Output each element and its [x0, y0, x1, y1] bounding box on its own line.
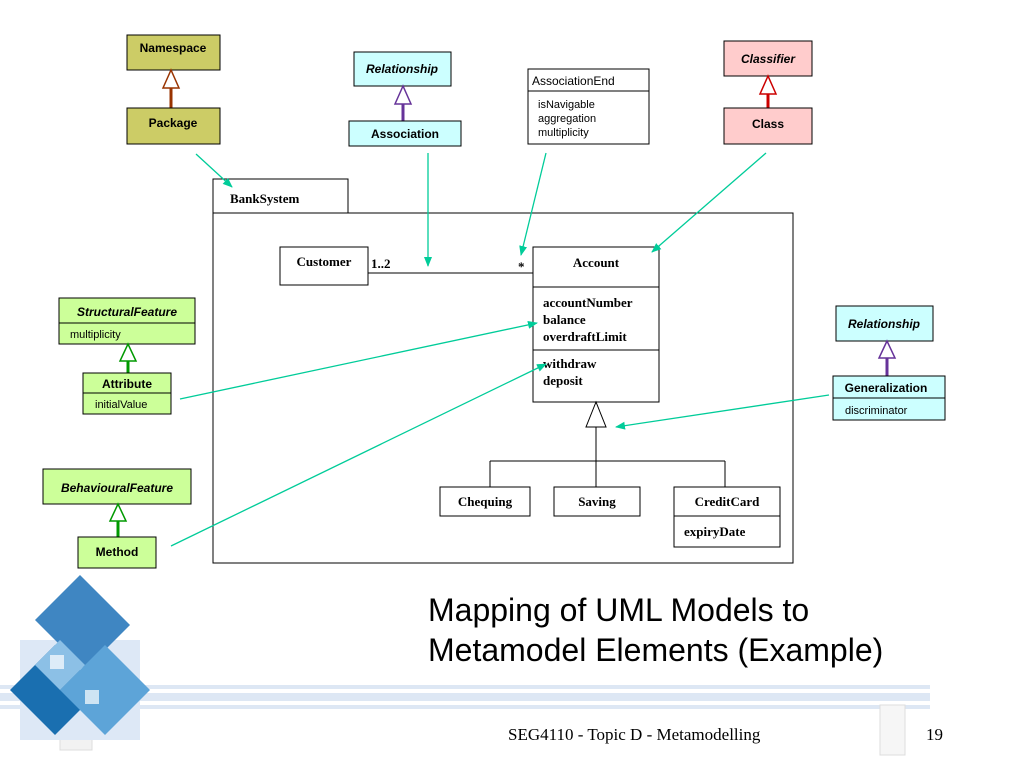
association-end-meta: AssociationEnd isNavigable aggregation m…: [527, 68, 650, 145]
creditcard-class: CreditCard expiryDate: [673, 486, 781, 548]
namespace-meta: Namespace: [126, 34, 221, 71]
package-name: BankSystem: [230, 191, 300, 206]
chequing-class: Chequing: [439, 486, 531, 517]
generalization-tree: [489, 400, 726, 487]
behavioural-feature-label: BehaviouralFeature: [61, 481, 173, 495]
account-class: Account accountNumber balance overdraftL…: [532, 246, 660, 403]
mapping-arrows: [170, 152, 830, 547]
association-meta: Association: [348, 120, 462, 147]
structural-feature-attr: multiplicity: [70, 329, 121, 341]
behavioural-feature-meta: BehaviouralFeature: [42, 468, 192, 505]
class-meta: Class: [723, 107, 813, 145]
relationship-right-meta: Relationship: [835, 305, 934, 342]
slide-logo: [0, 575, 930, 756]
saving-class: Saving: [553, 486, 641, 517]
association-end-label: AssociationEnd: [532, 74, 615, 88]
relationship-top-label: Relationship: [366, 62, 438, 76]
method-label: Method: [96, 545, 139, 559]
relationship-right-label: Relationship: [848, 317, 920, 331]
customer-class: Customer: [279, 246, 369, 286]
mapping-arrow: [519, 152, 547, 256]
classifier-label: Classifier: [741, 52, 796, 66]
mapping-arrow: [179, 320, 538, 400]
account-attr: overdraftLimit: [543, 329, 627, 344]
account-operation: withdraw: [543, 356, 597, 371]
attribute-attr: initialValue: [95, 399, 147, 411]
generalization-triangle-icon: [758, 74, 778, 95]
page-number: 19: [926, 725, 943, 744]
generalization-triangle-icon: [108, 502, 128, 522]
mapping-arrow: [195, 153, 233, 188]
customer-label: Customer: [297, 254, 352, 269]
package-label: Package: [149, 116, 198, 130]
generalization-triangle-icon: [118, 342, 138, 362]
slide-footer: SEG4110 - Topic D - Metamodelling: [508, 725, 761, 744]
account-attr: balance: [543, 312, 586, 327]
mapping-arrow: [170, 363, 547, 547]
namespace-label: Namespace: [140, 41, 207, 55]
chequing-label: Chequing: [458, 494, 513, 509]
account-operation: deposit: [543, 373, 583, 388]
method-meta: Method: [77, 536, 157, 569]
creditcard-label: CreditCard: [695, 494, 761, 509]
multiplicity-customer: 1..2: [371, 256, 391, 271]
creditcard-attr: expiryDate: [684, 524, 746, 539]
account-label: Account: [573, 255, 620, 270]
relationship-top-meta: Relationship: [353, 51, 452, 87]
generalization-triangle-icon: [161, 68, 181, 89]
attribute-label: Attribute: [102, 377, 152, 391]
mapping-arrow: [651, 152, 767, 253]
saving-label: Saving: [578, 494, 616, 509]
generalization-triangle-icon: [877, 339, 897, 359]
association-end-attr: multiplicity: [538, 127, 589, 139]
structural-feature-label: StructuralFeature: [77, 305, 177, 319]
association-end-attr: isNavigable: [538, 99, 595, 111]
class-label: Class: [752, 117, 784, 131]
generalization-triangle-icon: [393, 84, 413, 105]
multiplicity-account: *: [518, 259, 525, 274]
slide-title-line: Metamodel Elements (Example): [428, 632, 884, 668]
package-meta: Package: [126, 107, 221, 145]
generalization-label: Generalization: [845, 381, 928, 395]
slide-title-line: Mapping of UML Models to: [428, 592, 810, 628]
association-end-attr: aggregation: [538, 113, 596, 125]
association-label: Association: [371, 127, 439, 141]
structural-feature-meta: StructuralFeature multiplicity: [58, 297, 196, 345]
slide-title: Mapping of UML Models to Metamodel Eleme…: [428, 590, 988, 670]
account-attr: accountNumber: [543, 295, 633, 310]
attribute-meta: Attribute initialValue: [82, 372, 172, 415]
generalization-meta: Generalization discriminator: [832, 375, 946, 421]
mapping-arrow: [615, 394, 830, 430]
classifier-meta: Classifier: [723, 40, 813, 77]
generalization-attr: discriminator: [845, 405, 908, 417]
